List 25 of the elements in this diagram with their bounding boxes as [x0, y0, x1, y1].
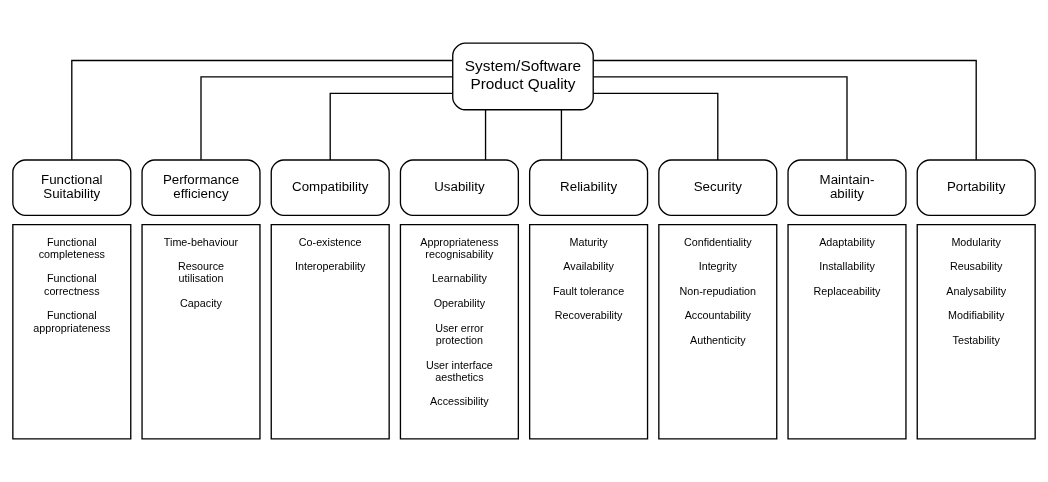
connector — [560, 109, 563, 161]
connector — [71, 59, 454, 161]
connector — [592, 92, 719, 161]
node-box: Performance efficiency — [141, 159, 261, 217]
node-box: System/Software Product Quality — [452, 42, 594, 111]
node-box: Confidentiality Integrity Non-repudiation Accountability Authenticity — [658, 223, 778, 440]
node-box: Functional completeness Functional correctness Functional appropriateness — [12, 223, 132, 440]
node-box: Adaptability Installability Replaceability — [787, 223, 907, 440]
node-box: Modularity Reusability Analysability Modifiability Testability — [916, 223, 1036, 440]
connector — [592, 59, 977, 161]
node-box: Maintain- ability — [787, 159, 907, 217]
node-box: Security — [658, 159, 778, 217]
node-box: Co-existence Interoperability — [270, 223, 390, 440]
node-box: Usability — [399, 159, 520, 217]
node-box: Reliability — [528, 159, 649, 217]
node-box: Time-behaviour Resource utilisation Capacity — [141, 223, 261, 440]
node-box: Compatibility — [270, 159, 390, 217]
node-box: Functional Suitability — [12, 159, 132, 217]
node-box: Appropriateness recognisability Learnability Operability User error protection User interface aesthetics Accessibility — [399, 223, 520, 440]
connector — [484, 109, 487, 161]
connector — [329, 92, 454, 161]
connector — [592, 76, 848, 161]
node-box: Portability — [916, 159, 1036, 217]
node-box: Maturity Availability Fault tolerance Recoverability — [528, 223, 649, 440]
connector — [200, 76, 454, 161]
